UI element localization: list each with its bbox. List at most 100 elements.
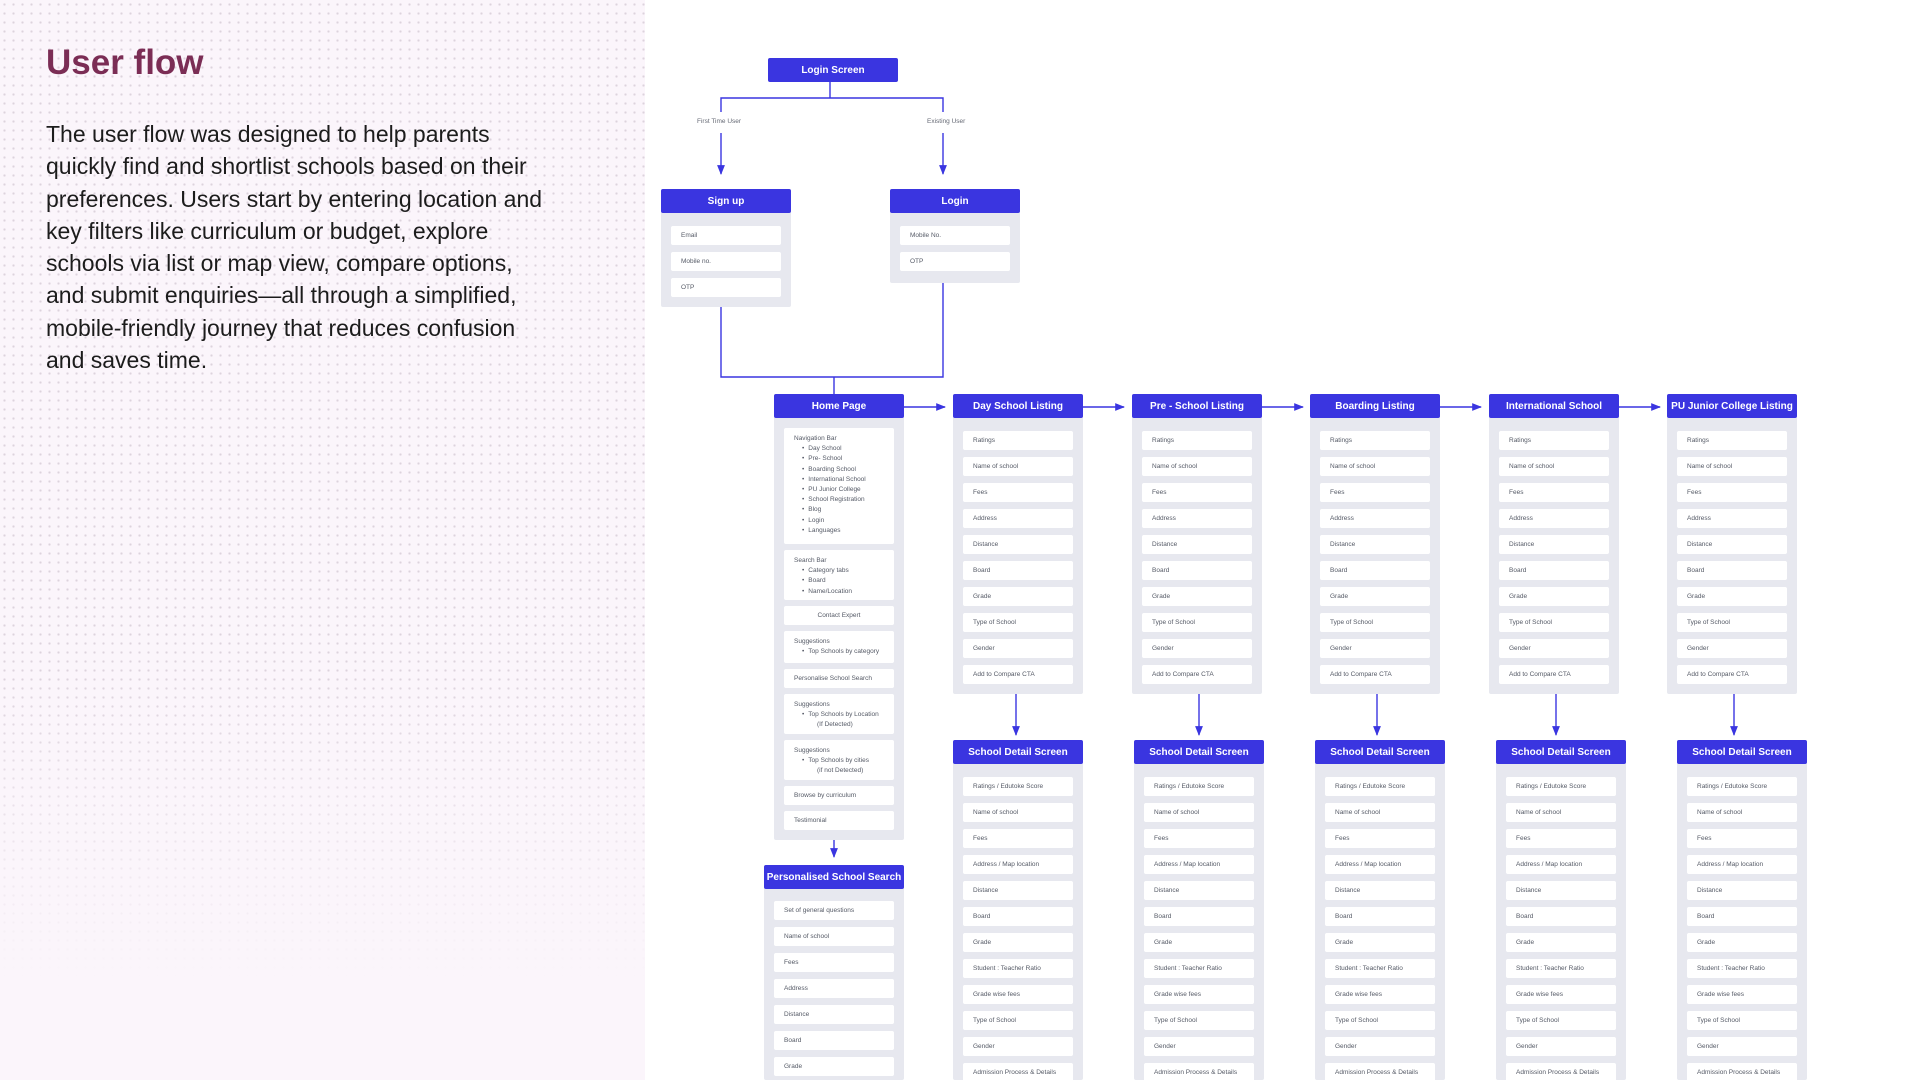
listing-field: Board — [1677, 561, 1787, 580]
detail-field: Distance — [963, 881, 1073, 900]
home-sugg2-heading: Suggestions — [794, 701, 830, 708]
listing-field: Gender — [1142, 639, 1252, 658]
listing-field: Grade — [1499, 587, 1609, 606]
home-testimonial-field: Testimonial — [784, 811, 894, 830]
listing-field: Type of School — [1142, 613, 1252, 632]
home-suggestions-cities: Suggestions Top Schools by cities (if no… — [784, 740, 894, 780]
detail-field: Grade wise fees — [1506, 985, 1616, 1004]
personalised-node-header: Personalised School Search — [764, 865, 904, 889]
detail-field: Student : Teacher Ratio — [1506, 959, 1616, 978]
home-node-header: Home Page — [774, 394, 904, 418]
home-search-block: Search Bar Category tabs Board Name/Loca… — [784, 550, 894, 600]
listing-field: Name of school — [1499, 457, 1609, 476]
home-nav-heading: Navigation Bar — [794, 435, 837, 442]
listing-field: Board — [1499, 561, 1609, 580]
detail-field: Type of School — [1506, 1011, 1616, 1030]
detail-field: Name of school — [1687, 803, 1797, 822]
detail-field: Ratings / Edutoke Score — [963, 777, 1073, 796]
home-nav-item: Day School — [802, 444, 894, 454]
detail-field: Student : Teacher Ratio — [1687, 959, 1797, 978]
detail-field: Admission Process & Details — [1506, 1063, 1616, 1080]
detail-node-header: School Detail Screen — [1315, 740, 1445, 764]
detail-field: Admission Process & Details — [1325, 1063, 1435, 1080]
detail-field: Fees — [963, 829, 1073, 848]
page-title: User flow — [46, 43, 204, 82]
detail-node-header: School Detail Screen — [1496, 740, 1626, 764]
detail-field: Gender — [1325, 1037, 1435, 1056]
home-sugg1-list: Top Schools by category — [794, 647, 894, 657]
home-nav-item: Login — [802, 516, 894, 526]
detail-field: Student : Teacher Ratio — [963, 959, 1073, 978]
listing-field: Board — [1320, 561, 1430, 580]
listing-field: Fees — [1677, 483, 1787, 502]
listing-field: Gender — [963, 639, 1073, 658]
home-nav-list: Day School Pre- School Boarding School I… — [794, 444, 894, 536]
detail-field: Type of School — [1144, 1011, 1254, 1030]
detail-field: Ratings / Edutoke Score — [1687, 777, 1797, 796]
left-panel: User flow The user flow was designed to … — [0, 0, 645, 1080]
detail-field: Grade — [1144, 933, 1254, 952]
detail-field: Gender — [1506, 1037, 1616, 1056]
home-nav-item: School Registration — [802, 495, 894, 505]
listing-field: Type of School — [1499, 613, 1609, 632]
login-mobile-field: Mobile No. — [900, 226, 1010, 245]
detail-field: Gender — [963, 1037, 1073, 1056]
detail-field: Grade wise fees — [1687, 985, 1797, 1004]
personalised-field: Address — [774, 979, 894, 998]
detail-field: Type of School — [1687, 1011, 1797, 1030]
home-browse-field: Browse by curriculum — [784, 786, 894, 805]
connector-login-split — [720, 82, 944, 112]
detail-field: Fees — [1325, 829, 1435, 848]
listing-field: Type of School — [963, 613, 1073, 632]
listing-field: Distance — [1320, 535, 1430, 554]
home-sugg1-heading: Suggestions — [794, 638, 830, 645]
edge-label-existing: Existing User — [927, 118, 966, 125]
detail-field: Name of school — [1325, 803, 1435, 822]
listing-field: Ratings — [963, 431, 1073, 450]
signup-node-header: Sign up — [661, 189, 791, 213]
detail-field: Address / Map location — [1687, 855, 1797, 874]
listing-field: Ratings — [1499, 431, 1609, 450]
detail-field: Type of School — [963, 1011, 1073, 1030]
signup-otp-field: OTP — [671, 278, 781, 297]
personalised-field: Board — [774, 1031, 894, 1050]
personalised-field: Fees — [774, 953, 894, 972]
listing-field: Add to Compare CTA — [963, 665, 1073, 684]
detail-field: Admission Process & Details — [1687, 1063, 1797, 1080]
listing-field: Ratings — [1142, 431, 1252, 450]
connector-merge-home — [720, 283, 944, 394]
home-sugg3-list: Top Schools by cities — [794, 756, 894, 766]
listing-field: Name of school — [1320, 457, 1430, 476]
detail-field: Grade — [1687, 933, 1797, 952]
listing-field: Distance — [1142, 535, 1252, 554]
personalised-field: Grade — [774, 1057, 894, 1076]
detail-field: Grade — [963, 933, 1073, 952]
detail-field: Ratings / Edutoke Score — [1325, 777, 1435, 796]
detail-field: Board — [1144, 907, 1254, 926]
listing-field: Name of school — [1677, 457, 1787, 476]
detail-node-header: School Detail Screen — [953, 740, 1083, 764]
listing-field: Fees — [1499, 483, 1609, 502]
home-suggestions-location: Suggestions Top Schools by Location (If … — [784, 694, 894, 734]
detail-field: Admission Process & Details — [963, 1063, 1073, 1080]
listing-field: Address — [963, 509, 1073, 528]
detail-node-header: School Detail Screen — [1134, 740, 1264, 764]
detail-field: Grade — [1506, 933, 1616, 952]
description-text: The user flow was designed to help paren… — [46, 121, 543, 374]
detail-field: Gender — [1687, 1037, 1797, 1056]
detail-field: Fees — [1687, 829, 1797, 848]
listing-field: Distance — [1677, 535, 1787, 554]
listing-field: Add to Compare CTA — [1499, 665, 1609, 684]
home-personalise-field: Personalise School Search — [784, 669, 894, 688]
listing-field: Ratings — [1320, 431, 1430, 450]
home-contact-field: Contact Expert — [784, 606, 894, 625]
home-sugg1-item: Top Schools by category — [802, 647, 894, 657]
detail-field: Distance — [1325, 881, 1435, 900]
detail-field: Board — [1506, 907, 1616, 926]
listing-field: Board — [1142, 561, 1252, 580]
detail-field: Distance — [1144, 881, 1254, 900]
detail-field: Name of school — [1144, 803, 1254, 822]
detail-field: Grade — [1325, 933, 1435, 952]
detail-field: Board — [1687, 907, 1797, 926]
detail-field: Distance — [1506, 881, 1616, 900]
